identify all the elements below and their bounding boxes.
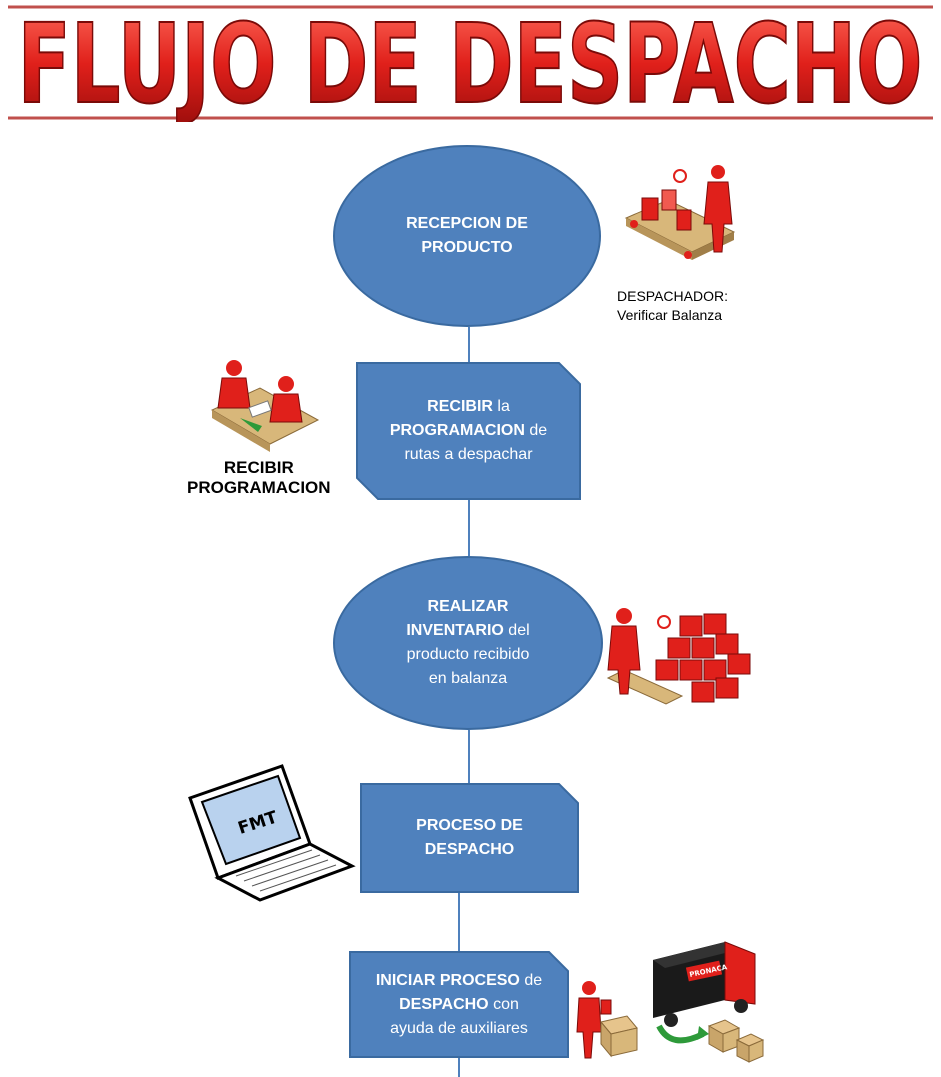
step-recepcion-text: RECEPCION DE PRODUCTO — [406, 215, 528, 256]
step-iniciar-card: INICIAR PROCESO de DESPACHO con ayuda de… — [349, 951, 569, 1058]
step-recepcion-ellipse: RECEPCION DE PRODUCTO — [333, 145, 601, 327]
connector-1 — [468, 327, 470, 362]
recibir-programacion-caption: RECIBIR PROGRAMACION — [187, 458, 331, 497]
step-recibir-text: RECIBIR la PROGRAMACION de rutas a despa… — [389, 398, 548, 463]
step-recibir-card: RECIBIR la PROGRAMACION de rutas a despa… — [356, 362, 581, 500]
conveyor-inspector-icon — [622, 160, 744, 272]
connector-4 — [458, 893, 460, 951]
step-iniciar-text: INICIAR PROCESO de DESPACHO con ayuda de… — [375, 971, 543, 1037]
step-inventario-text: REALIZAR INVENTARIO del producto recibid… — [406, 598, 530, 687]
despachador-caption: DESPACHADOR: Verificar Balanza — [617, 288, 728, 323]
connector-5 — [458, 1058, 460, 1077]
page-title: FLUJO DE DESPACHO — [18, 2, 923, 122]
dispatch-truck-icon: PRONACA — [575, 940, 767, 1070]
connector-3 — [468, 730, 470, 783]
connector-2 — [468, 500, 470, 556]
step-proceso-card: PROCESO DE DESPACHO — [360, 783, 579, 893]
step-inventario-ellipse: REALIZAR INVENTARIO del producto recibid… — [333, 556, 603, 730]
step-proceso-text: PROCESO DE DESPACHO — [416, 817, 523, 858]
inventory-boxes-icon — [606, 598, 756, 708]
laptop-icon: FMT — [186, 762, 356, 902]
title-banner: FLUJO DE DESPACHO — [8, 2, 933, 122]
meeting-people-icon — [210, 358, 322, 454]
